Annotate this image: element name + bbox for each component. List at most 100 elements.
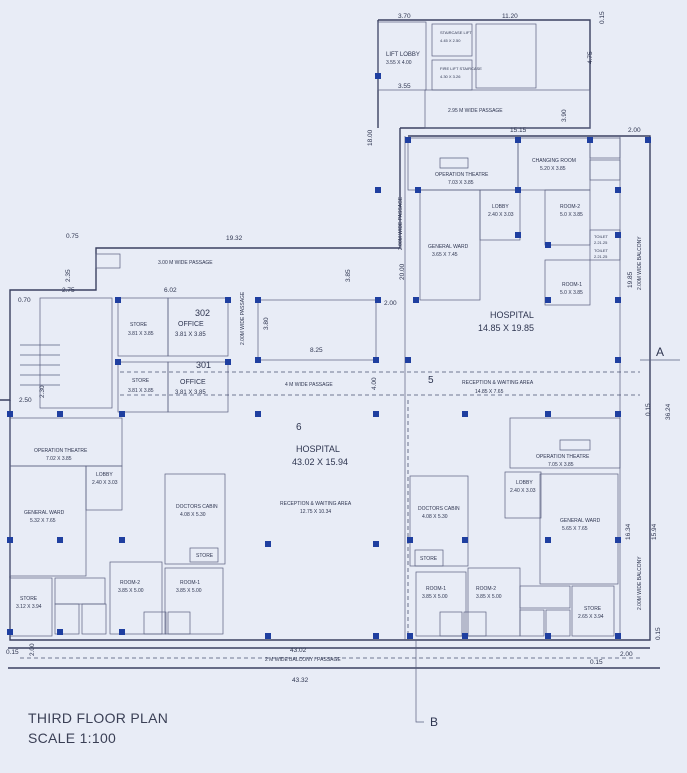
structural-column	[407, 537, 413, 543]
structural-column	[57, 411, 63, 417]
structural-column	[615, 187, 621, 193]
general-ward-right-size: 5.65 X 7.65	[562, 526, 588, 532]
structural-column	[462, 633, 468, 639]
dimension-labels: 3.70 11.20 3.55 15.15 2.00 19.32 0.75 2.…	[6, 11, 672, 684]
store-left-small-label: STORE	[196, 553, 214, 559]
room1-left-size: 3.85 X 5.00	[176, 588, 202, 594]
general-ward-top-size: 3.65 X 7.45	[432, 252, 458, 258]
room2-right-label: ROOM-2	[476, 586, 496, 592]
structural-column	[265, 541, 271, 547]
dim-275: 2.75	[62, 287, 75, 294]
structural-column	[255, 357, 261, 363]
plan-scale: SCALE 1:100	[28, 730, 117, 746]
dim-390: 3.90	[561, 109, 568, 122]
hospital-b-size: 43.02 X 15.94	[292, 457, 348, 467]
vertical-balcony-b: 2.00M WIDE BALCONY	[637, 236, 643, 290]
dim-015e: 0.15	[655, 627, 662, 640]
lobby-right-label: LOBBY	[516, 480, 533, 486]
reception-a-size: 14.85 X 7.65	[475, 389, 504, 395]
structural-columns	[7, 73, 651, 639]
structural-column	[119, 537, 125, 543]
doctors-cabin-right-label: DOCTORS CABIN	[418, 506, 460, 512]
store-left-corner-size: 3.12 X 3.94	[16, 604, 42, 610]
dim-015b: 0.15	[590, 659, 603, 666]
structural-column	[545, 411, 551, 417]
structural-column	[405, 357, 411, 363]
dim-200d: 2.00	[29, 643, 36, 656]
changing-room-size: 5.20 X 3.85	[540, 166, 566, 172]
general-ward-left-size: 5.32 X 7.65	[30, 518, 56, 524]
op-theatre-left-label: OPERATION THEATRE	[34, 448, 88, 454]
dim-200b: 2.00	[620, 651, 633, 658]
room1-left-label: ROOM-1	[180, 580, 200, 586]
general-ward-left-label: GENERAL WARD	[24, 510, 65, 516]
dim-075: 0.75	[66, 233, 79, 240]
room2-right-size: 3.85 X 5.00	[476, 594, 502, 600]
vertical-passage-a: 2.00M WIDE PASSAGE	[398, 196, 404, 250]
structural-column	[375, 297, 381, 303]
office-302-label: OFFICE	[178, 321, 204, 328]
dim-370: 3.70	[398, 13, 411, 20]
dim-235: 2.35	[65, 269, 72, 282]
structural-column	[462, 411, 468, 417]
structural-column	[7, 537, 13, 543]
room1-top-label: ROOM-1	[562, 282, 582, 288]
dim-825: 8.25	[310, 347, 323, 354]
section-markers: A B 5 6	[296, 345, 664, 729]
structural-column	[405, 137, 411, 143]
structural-column	[407, 633, 413, 639]
structural-column	[373, 633, 379, 639]
lobby-left-size: 2.40 X 3.03	[92, 480, 118, 486]
doctors-cabin-left-label: DOCTORS CABIN	[176, 504, 218, 510]
structural-column	[225, 359, 231, 365]
changing-room-label: CHANGING ROOM	[532, 158, 576, 164]
op-theatre-top-size: 7.03 X 3.85	[448, 180, 474, 186]
general-ward-right-label: GENERAL WARD	[560, 518, 601, 524]
op-theatre-right-size: 7.05 X 3.85	[548, 462, 574, 468]
vertical-labels: 2.00M WIDE PASSAGE 2.00M WIDE BALCONY 2.…	[240, 196, 643, 610]
office-301-label: OFFICE	[180, 379, 206, 386]
dim-1932: 19.32	[226, 235, 243, 242]
structural-column	[615, 357, 621, 363]
structural-column	[119, 411, 125, 417]
store-right-small-label: STORE	[420, 556, 438, 562]
lobby-left-label: LOBBY	[96, 472, 113, 478]
dim-200a: 2.00	[628, 127, 641, 134]
office-302-number: 302	[195, 308, 210, 318]
dim-475: 4.75	[587, 51, 594, 64]
dim-070: 0.70	[18, 297, 31, 304]
structural-column	[587, 137, 593, 143]
toilet-b-size: 2.21.25	[594, 254, 608, 259]
section-a-marker: A	[656, 345, 664, 359]
structural-column	[255, 297, 261, 303]
structural-column	[545, 633, 551, 639]
structural-column	[545, 297, 551, 303]
lobby-top-label: LOBBY	[492, 204, 509, 210]
structural-column	[7, 629, 13, 635]
passage-bottom-label: 2 M WIDE BALCONY / PASSAGE	[265, 657, 341, 663]
structural-column	[225, 297, 231, 303]
dim-1594: 15.94	[651, 523, 658, 540]
structural-column	[375, 73, 381, 79]
dim-3624: 36.24	[665, 403, 672, 420]
dim-1515: 15.15	[510, 127, 527, 134]
room1-top-size: 5.0 X 3.85	[560, 290, 583, 296]
structural-column	[615, 297, 621, 303]
passage-lines	[20, 359, 680, 723]
structural-column	[615, 633, 621, 639]
structural-column	[615, 537, 621, 543]
structural-column	[515, 232, 521, 238]
structural-column	[255, 411, 261, 417]
reception-b-size: 12.75 X 10.34	[300, 509, 331, 515]
structural-column	[57, 629, 63, 635]
structural-column	[462, 537, 468, 543]
dim-400: 4.00	[371, 377, 378, 390]
toilet-a-label: TOILET	[594, 234, 608, 239]
dim-4332: 43.32	[292, 677, 309, 684]
dim-015c: 0.15	[645, 403, 652, 416]
op-theatre-top-label: OPERATION THEATRE	[435, 172, 489, 178]
store-right-corner-label: STORE	[584, 606, 602, 612]
room2-left-label: ROOM-2	[120, 580, 140, 586]
